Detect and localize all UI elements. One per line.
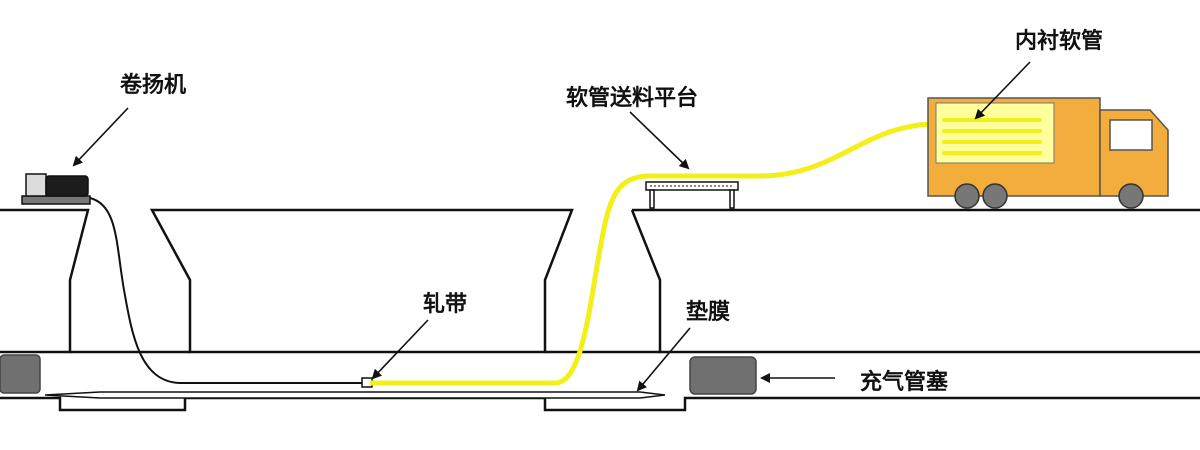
label-winch: 卷扬机 xyxy=(119,72,186,98)
winch-cable xyxy=(89,197,365,384)
label-liner-hose: 内衬软管 xyxy=(1015,28,1103,54)
arrow-winch xyxy=(72,107,129,167)
air-plug-icon xyxy=(689,356,757,395)
ground-left-edge xyxy=(0,208,90,354)
label-feed-platform: 软管送料平台 xyxy=(566,85,698,111)
air-plug-icon xyxy=(0,354,41,394)
arrow-feed-platform xyxy=(629,111,690,170)
middle-block xyxy=(149,208,574,354)
arrow-pad-film xyxy=(636,327,691,392)
pipe-bottom xyxy=(0,396,1200,412)
truck-icon xyxy=(927,97,1169,209)
winch-icon xyxy=(21,173,91,205)
liner-hose xyxy=(369,121,1043,386)
right-block xyxy=(630,208,1200,354)
label-air-plug: 充气管塞 xyxy=(860,369,949,395)
arrow-strap xyxy=(371,319,429,380)
pointer-arrows xyxy=(72,61,1031,392)
arrow-liner-hose xyxy=(974,61,1031,120)
label-strap: 轧带 xyxy=(423,291,467,317)
label-pad-film: 垫膜 xyxy=(686,299,730,325)
pad-film xyxy=(44,391,666,399)
platform-icon xyxy=(645,181,739,209)
